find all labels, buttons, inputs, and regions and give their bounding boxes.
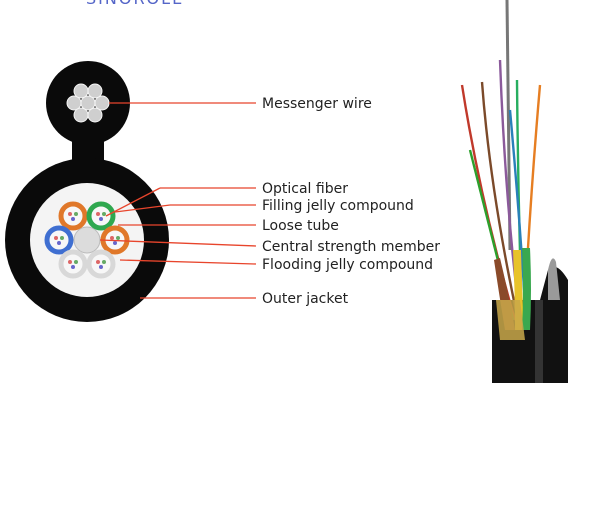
leader-lines bbox=[99, 102, 257, 299]
label-central-strength-member: Central strength member bbox=[262, 239, 440, 255]
label-loose-tube: Loose tube bbox=[262, 218, 339, 234]
cable-photo-illustration bbox=[460, 0, 568, 383]
label-optical-fiber: Optical fiber bbox=[262, 181, 348, 197]
messenger-wire-head bbox=[46, 61, 130, 175]
label-messenger-wire: Messenger wire bbox=[262, 96, 372, 112]
label-flooding-jelly: Flooding jelly compound bbox=[262, 257, 433, 273]
label-filling-jelly: Filling jelly compound bbox=[262, 198, 414, 214]
label-outer-jacket: Outer jacket bbox=[262, 291, 349, 307]
brand-logo-text: SINOROLE bbox=[86, 0, 184, 8]
